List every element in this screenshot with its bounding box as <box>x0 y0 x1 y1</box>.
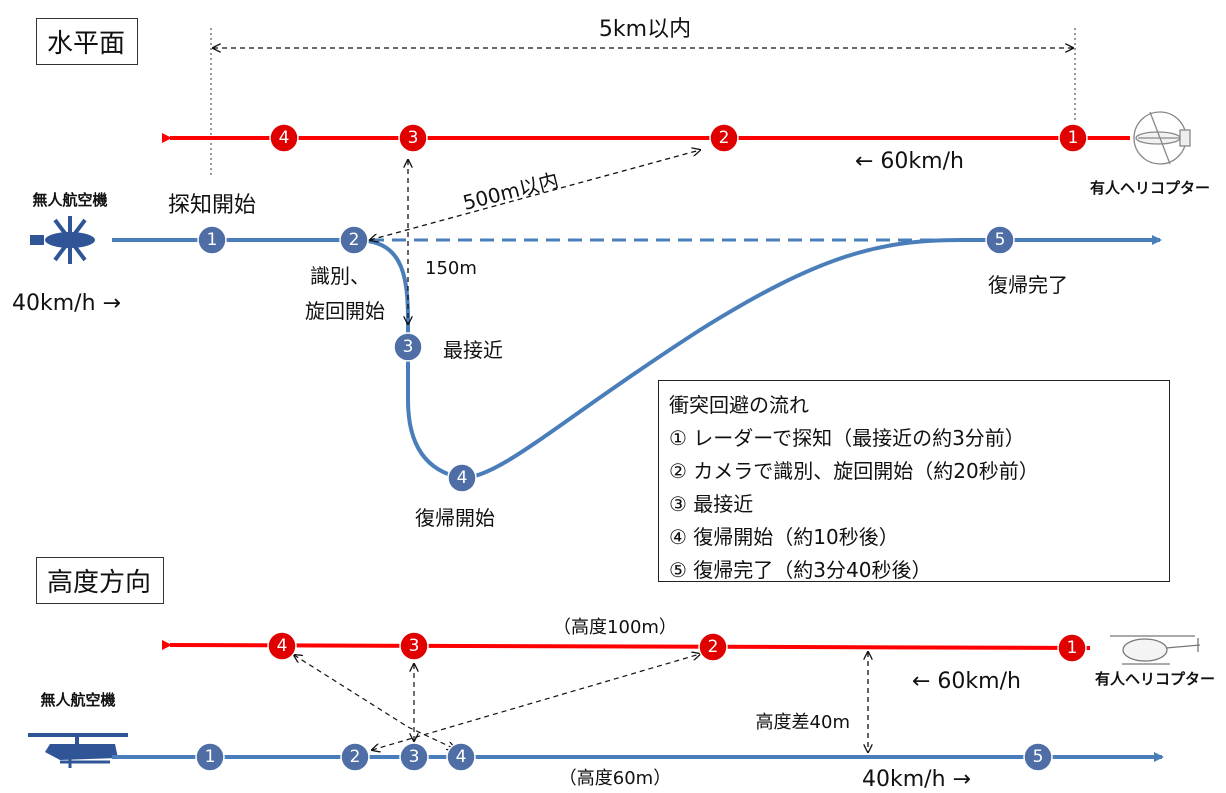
altitude-separation-lines <box>294 654 700 750</box>
drone-node-5: 5 <box>985 225 1015 255</box>
stage-label-detect: 探知開始 <box>168 193 256 218</box>
vertical-title: 高度方向 <box>36 557 165 604</box>
drone-speed-altitude: 40km/h → <box>862 767 971 792</box>
drone-alt-node-3: 3 <box>399 742 429 772</box>
drone-altitude-label: （高度60m） <box>559 768 671 789</box>
heli-alt-node-4: 4 <box>267 631 297 661</box>
svg-text:2: 2 <box>349 230 360 250</box>
drone-node-4: 4 <box>447 463 477 493</box>
distance-label: 5km以内 <box>599 17 691 42</box>
avoidance-flow-box: 衝突回避の流れ ① レーダーで探知（最接近の約3分前） ② カメラで識別、旋回開… <box>658 380 1170 582</box>
drone-label-altitude: 無人航空機 <box>40 691 115 709</box>
svg-text:4: 4 <box>456 747 467 767</box>
horizontal-title: 水平面 <box>36 18 139 65</box>
separation-diagonal-arrow <box>370 150 700 240</box>
svg-text:3: 3 <box>409 747 420 767</box>
drone-label: 無人航空機 <box>32 191 107 209</box>
heli-node-4: 4 <box>269 123 299 153</box>
svg-text:1: 1 <box>207 230 218 250</box>
heli-alt-node-2: 2 <box>698 632 728 662</box>
flow-step: ⑤ 復帰完了（約3分40秒後） <box>669 558 932 582</box>
altitude-diff-label: 高度差40m <box>756 712 850 733</box>
svg-text:1: 1 <box>1068 128 1079 148</box>
heli-alt-node-1: 1 <box>1057 633 1087 663</box>
svg-text:5: 5 <box>1033 747 1044 767</box>
flow-title: 衝突回避の流れ <box>669 393 809 417</box>
drone-alt-node-5: 5 <box>1023 742 1053 772</box>
drone-top-icon <box>30 216 95 264</box>
stage-label-return-done: 復帰完了 <box>988 273 1068 297</box>
stage-label-identify-2: 旋回開始 <box>305 299 385 323</box>
drone-node-1: 1 <box>197 225 227 255</box>
helicopter-label: 有人ヘリコプター <box>1090 179 1210 197</box>
flow-step: ③ 最接近 <box>669 492 754 516</box>
flow-step: ① レーダーで探知（最接近の約3分前） <box>669 426 1025 450</box>
drone-speed: 40km/h → <box>12 291 121 316</box>
helicopter-side-icon <box>1110 635 1201 665</box>
drone-node-2: 2 <box>339 225 369 255</box>
svg-text:2: 2 <box>350 747 361 767</box>
drone-alt-node-1: 1 <box>195 742 225 772</box>
stage-label-identify-1: 識別、 <box>310 264 370 288</box>
drone-side-icon <box>28 733 128 768</box>
separation-diagonal-label: 500m以内 <box>460 168 561 215</box>
svg-text:4: 4 <box>279 128 290 148</box>
stage-label-closest: 最接近 <box>443 338 503 362</box>
helicopter-speed-altitude: ← 60km/h <box>912 669 1021 694</box>
helicopter-label-altitude: 有人ヘリコプター <box>1095 670 1215 688</box>
stage-label-return-start: 復帰開始 <box>415 506 495 530</box>
flow-step: ④ 復帰開始（約10秒後） <box>669 525 899 549</box>
svg-text:1: 1 <box>1067 638 1078 658</box>
helicopter-track-altitude <box>161 639 1091 650</box>
heli-alt-node-3: 3 <box>399 631 429 661</box>
heli-node-2: 2 <box>709 123 739 153</box>
svg-text:4: 4 <box>277 636 288 656</box>
svg-text:3: 3 <box>408 128 419 148</box>
flow-step: ② カメラで識別、旋回開始（約20秒前） <box>669 459 1039 483</box>
helicopter-speed: ← 60km/h <box>855 149 964 174</box>
heli-node-3: 3 <box>398 123 428 153</box>
svg-text:2: 2 <box>708 637 719 657</box>
heli-altitude-label: （高度100m） <box>553 617 677 638</box>
heli-node-1: 1 <box>1058 123 1088 153</box>
drone-alt-node-2: 2 <box>340 742 370 772</box>
svg-text:4: 4 <box>457 468 468 488</box>
separation-vertical-label: 150m <box>425 258 477 279</box>
drone-alt-node-4: 4 <box>446 742 476 772</box>
drone-node-3: 3 <box>393 332 423 362</box>
svg-text:2: 2 <box>719 128 730 148</box>
svg-text:3: 3 <box>403 337 414 357</box>
svg-text:3: 3 <box>409 636 420 656</box>
svg-text:5: 5 <box>995 230 1006 250</box>
svg-text:1: 1 <box>205 747 216 767</box>
helicopter-top-icon <box>1133 111 1191 165</box>
